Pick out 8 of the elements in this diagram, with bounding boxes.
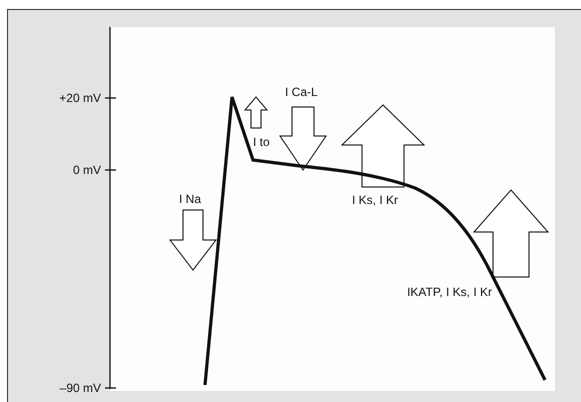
axis-label: 0 mV	[72, 162, 101, 178]
axis-label: +20 mV	[59, 90, 101, 106]
axis-label: –90 mV	[60, 380, 101, 396]
current-label: I Ks, I Kr	[352, 192, 398, 208]
current-label: I to	[253, 134, 270, 150]
current-label: I Ca-L	[285, 84, 318, 100]
current-label: IKATP, I Ks, I Kr	[407, 284, 492, 300]
current-label: I Na	[179, 191, 202, 207]
